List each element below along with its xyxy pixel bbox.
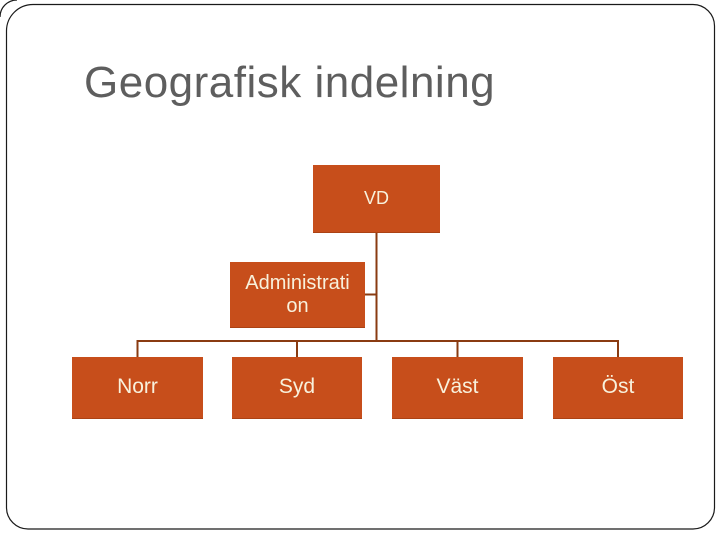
org-node-vast: Väst — [392, 357, 523, 419]
org-node-administration-label: Administrati on — [245, 272, 349, 318]
administration-label-line2: on — [286, 294, 309, 317]
org-node-vd-label: VD — [363, 188, 389, 209]
org-node-vd: VD — [313, 165, 440, 233]
outer-corner-arc — [0, 0, 18, 18]
org-node-norr: Norr — [72, 357, 203, 419]
org-node-administration: Administrati on — [230, 262, 365, 328]
org-node-vast-label: Väst — [436, 375, 479, 399]
org-node-ost: Öst — [553, 357, 683, 419]
slide-title: Geografisk indelning — [84, 58, 496, 107]
org-node-syd: Syd — [232, 357, 362, 419]
org-node-ost-label: Öst — [601, 375, 635, 399]
administration-label-line1: Administrati — [245, 271, 350, 294]
org-node-syd-label: Syd — [278, 375, 316, 399]
slide-frame-border — [5, 3, 716, 530]
org-node-norr-label: Norr — [117, 375, 158, 399]
